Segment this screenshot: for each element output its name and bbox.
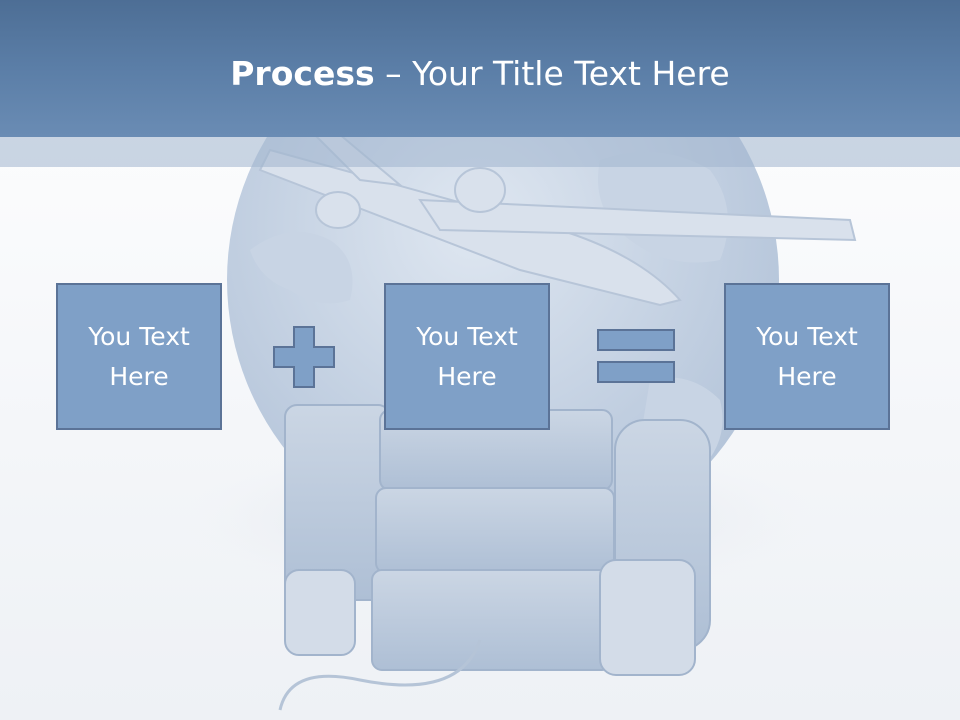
text-box-2[interactable]: You Text Here [384, 283, 550, 430]
text-box-3-label: You Text Here [756, 321, 858, 391]
title-rest-text: – Your Title Text Here [374, 54, 730, 93]
plus-icon [273, 326, 335, 388]
text-box-1[interactable]: You Text Here [56, 283, 222, 430]
text-box-2-label: You Text Here [416, 321, 518, 391]
title-bar: Process – Your Title Text Here [0, 0, 960, 137]
text-box-1-label: You Text Here [88, 321, 190, 391]
equals-icon [597, 329, 675, 383]
header-strip [0, 137, 960, 167]
slide-title[interactable]: Process – Your Title Text Here [0, 52, 960, 96]
title-bold-text: Process [230, 54, 375, 93]
text-box-3[interactable]: You Text Here [724, 283, 890, 430]
